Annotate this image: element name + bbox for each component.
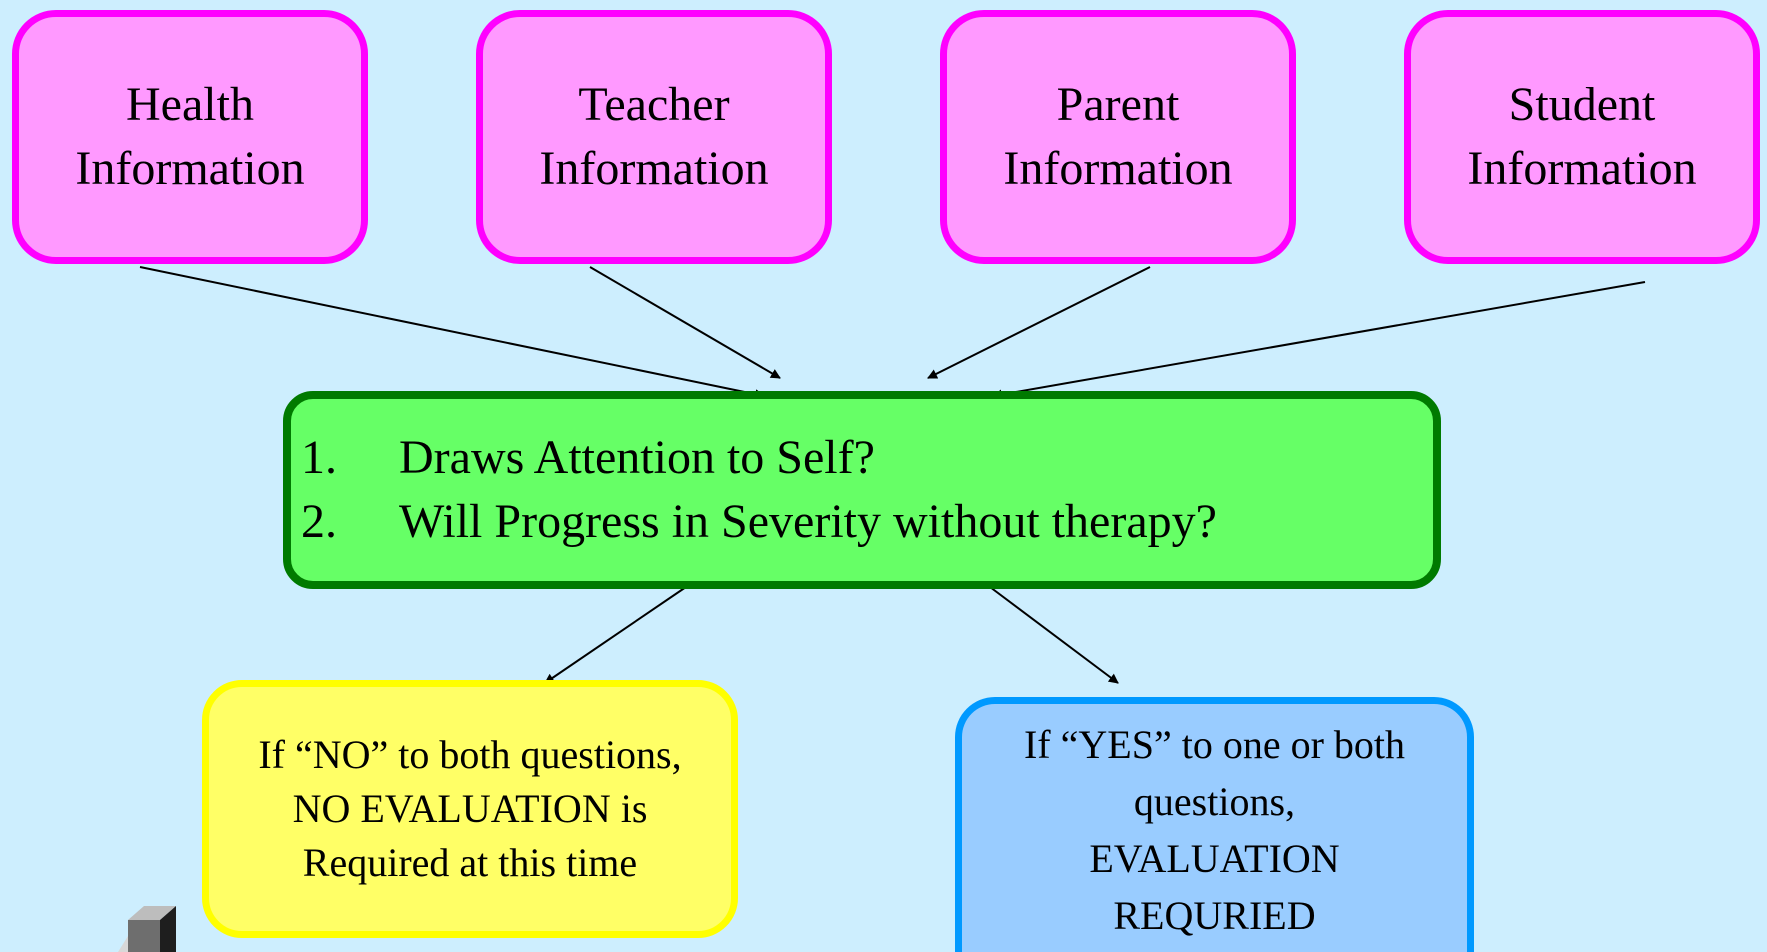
no-evaluation-box: If “NO” to both questions, NO EVALUATION… xyxy=(202,680,738,938)
box-label-line2: Information xyxy=(75,142,305,195)
question-number: 1. xyxy=(301,431,337,484)
outcome-line: If “YES” to one or both xyxy=(1023,722,1405,767)
question-item: 2. Will Progress in Severity without ther… xyxy=(301,490,1217,554)
box-label-line2: Information xyxy=(1467,142,1697,195)
cube-icon xyxy=(118,906,176,952)
box-label-line2: Information xyxy=(539,142,769,195)
box-label-line1: Student xyxy=(1508,78,1656,131)
question-item: 1. Draws Attention to Self? xyxy=(301,426,1217,490)
box-label-line1: Teacher xyxy=(578,78,730,131)
arrow-teacher-to-questions xyxy=(589,266,781,379)
box-label-line1: Parent xyxy=(1056,78,1180,131)
question-number: 2. xyxy=(301,495,337,548)
outcome-line: questions, xyxy=(1133,779,1296,824)
student-information-box: Student Information xyxy=(1404,10,1760,264)
question-list: 1. Draws Attention to Self? 2. Will Progre… xyxy=(291,426,1217,554)
screening-questions-box: 1. Draws Attention to Self? 2. Will Progre… xyxy=(283,391,1441,589)
arrow-questions-to-yes xyxy=(989,586,1119,684)
outcome-line: NO EVALUATION is xyxy=(292,786,648,831)
outcome-line: Required at this time xyxy=(302,840,638,885)
box-label-line1: Health xyxy=(126,78,254,131)
parent-information-box: Parent Information xyxy=(940,10,1296,264)
arrow-student-to-questions xyxy=(992,281,1646,400)
outcome-line: EVALUATION xyxy=(1089,836,1340,881)
arrow-parent-to-questions xyxy=(927,266,1151,379)
outcome-line: REQURIED xyxy=(1113,893,1316,938)
question-text: Will Progress in Severity without therap… xyxy=(399,495,1217,548)
question-text: Draws Attention to Self? xyxy=(399,431,875,484)
outcome-line: If “NO” to both questions, xyxy=(258,732,682,777)
arrow-questions-to-no xyxy=(544,586,687,684)
health-information-box: Health Information xyxy=(12,10,368,264)
arrow-health-to-questions xyxy=(139,266,765,400)
box-label-line2: Information xyxy=(1003,142,1233,195)
teacher-information-box: Teacher Information xyxy=(476,10,832,264)
evaluation-required-box: If “YES” to one or both questions, EVALU… xyxy=(955,697,1474,952)
